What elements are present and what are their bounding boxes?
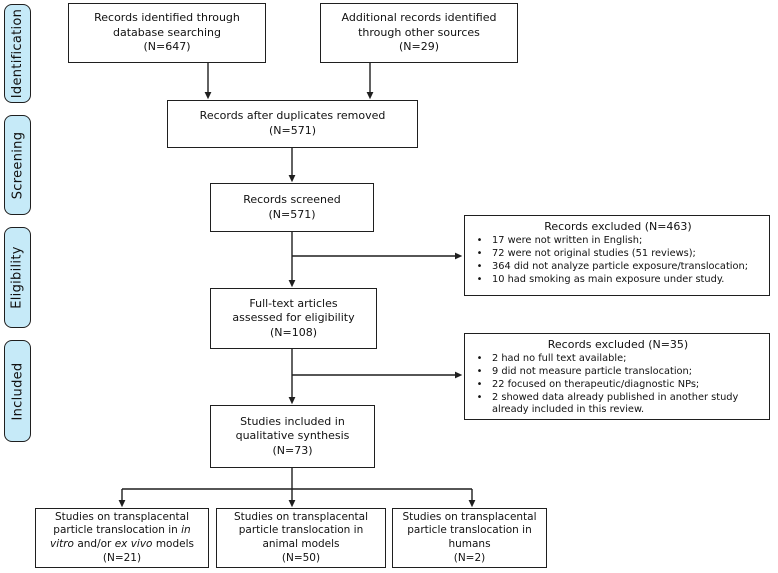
excluded-screening-item: • 17 were not written in English; xyxy=(470,235,766,248)
excluded-eligibility-item-text: 22 focused on therapeutic/diagnostic NPs… xyxy=(492,378,700,390)
excluded-screening-item-text: 17 were not written in English; xyxy=(492,234,643,246)
bullet-icon: • xyxy=(476,352,483,364)
excluded-screening-item-text: 364 did not analyze particle exposure/tr… xyxy=(492,260,749,272)
stage-screening-label: Screening xyxy=(10,131,25,199)
box-excluded-eligibility: Records excluded (N=35) • 2 had no full … xyxy=(464,333,770,420)
box-humans: Studies on transplacental particle trans… xyxy=(392,508,547,568)
excluded-screening-title: Records excluded (N=463) xyxy=(544,220,692,233)
bullet-icon: • xyxy=(476,234,483,246)
bullet-icon: • xyxy=(476,391,483,403)
excluded-screening-item-text: 10 had smoking as main exposure under st… xyxy=(492,273,725,285)
stage-eligibility: Eligibility xyxy=(4,227,31,328)
excluded-eligibility-item-text: 2 had no full text available; xyxy=(492,352,627,364)
box-records-screened: Records screened (N=571) xyxy=(210,183,374,232)
bullet-icon: • xyxy=(476,247,483,259)
excluded-eligibility-item: • 9 did not measure particle translocati… xyxy=(470,366,766,379)
excluded-eligibility-item: • 22 focused on therapeutic/diagnostic N… xyxy=(470,379,766,392)
stage-included: Included xyxy=(4,340,31,442)
box-fulltext-assessed: Full-text articles assessed for eligibil… xyxy=(210,288,377,349)
box-records-identified: Records identified through database sear… xyxy=(68,3,266,63)
excluded-eligibility-item: • 2 had no full text available; xyxy=(470,353,766,366)
stage-identification: Identification xyxy=(4,4,31,103)
box-animal-models: Studies on transplacental particle trans… xyxy=(216,508,386,568)
stage-included-label: Included xyxy=(10,362,26,420)
excluded-eligibility-item-text: 2 showed data already published in anoth… xyxy=(492,391,739,416)
excluded-eligibility-title: Records excluded (N=35) xyxy=(547,338,689,351)
bullet-icon: • xyxy=(476,365,483,377)
excluded-eligibility-item: • 2 showed data already published in ano… xyxy=(470,392,766,418)
box-qualitative-synthesis: Studies included in qualitative synthesi… xyxy=(210,405,375,468)
bullet-icon: • xyxy=(476,273,483,285)
box-invitro-models: Studies on transplacental particle trans… xyxy=(35,508,209,568)
box-excluded-screening: Records excluded (N=463) • 17 were not w… xyxy=(464,215,770,296)
box-duplicates-removed: Records after duplicates removed (N=571) xyxy=(167,100,418,148)
excluded-screening-item-text: 72 were not original studies (51 reviews… xyxy=(492,247,696,259)
stage-screening: Screening xyxy=(4,115,31,215)
stage-identification-label: Identification xyxy=(10,8,25,99)
stage-eligibility-label: Eligibility xyxy=(10,246,26,309)
box-additional-records: Additional records identified through ot… xyxy=(320,3,518,63)
excluded-screening-item: • 10 had smoking as main exposure under … xyxy=(470,274,766,287)
excluded-eligibility-item-text: 9 did not measure particle translocation… xyxy=(492,365,693,377)
excluded-screening-item: • 364 did not analyze particle exposure/… xyxy=(470,261,766,274)
excluded-screening-item: • 72 were not original studies (51 revie… xyxy=(470,248,766,261)
bullet-icon: • xyxy=(476,378,483,390)
bullet-icon: • xyxy=(476,260,483,272)
